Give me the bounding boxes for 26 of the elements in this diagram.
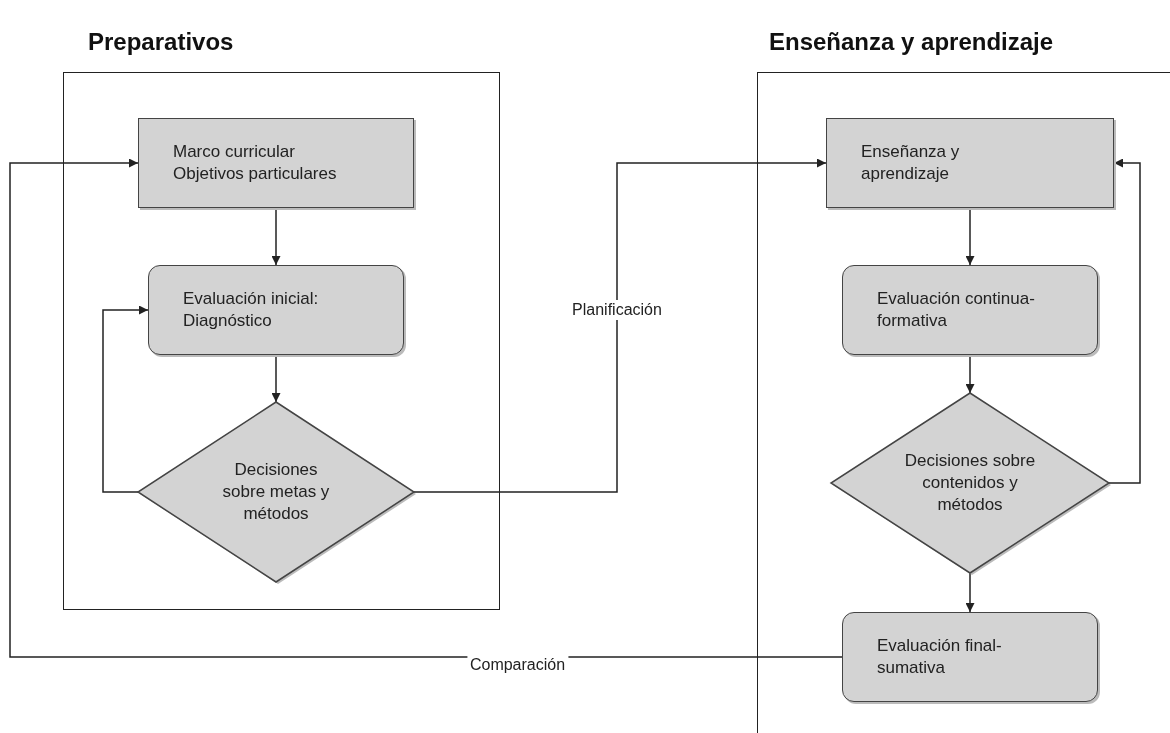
rounded-process-box [842,265,1098,355]
arrow [102,305,149,493]
node-text: Marco curricular Objetivos particulares [173,140,338,185]
process-box [138,118,414,208]
rounded-process-box [148,265,404,355]
node-text: Evaluación final-sumativa [877,634,1002,679]
decision-diamond [138,402,414,582]
node-text: Evaluación inicial: Diagnóstico [183,287,320,332]
arrow [271,354,281,403]
arrow [965,354,975,394]
arrow [1108,158,1141,484]
arrow [413,158,827,493]
arrow [965,572,975,613]
rounded-process-box [842,612,1098,702]
decision-diamond [831,393,1109,573]
group-title: Preparativos [88,28,234,56]
node-text: Evaluación continua-formativa [877,287,1035,332]
arrow [9,158,843,658]
node-text: Enseñanza y aprendizaje [861,140,961,185]
process-box [826,118,1114,208]
edge-label: Comparación [466,655,569,675]
group-title: Enseñanza y aprendizaje [769,28,1054,56]
arrow [271,207,281,266]
arrow [965,207,975,266]
node-text: Decisiones sobre contenidos y métodos [903,449,1037,517]
node-text: Decisiones sobre metas y métodos [221,458,331,526]
